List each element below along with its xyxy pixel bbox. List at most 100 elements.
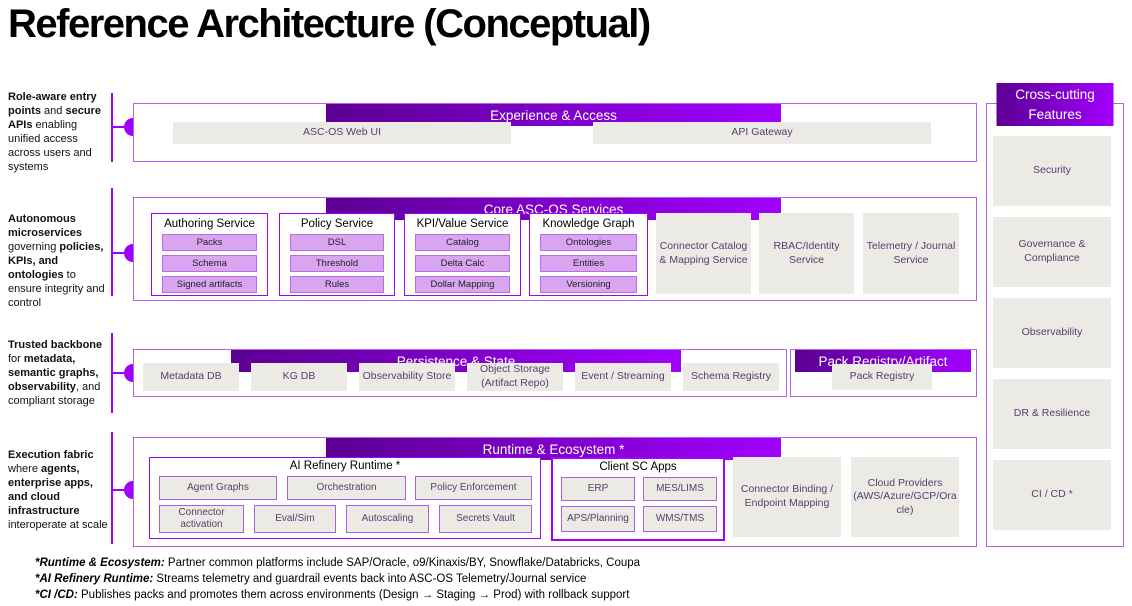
panel-cross-cutting: Cross-cutting Features Security Governan… xyxy=(986,83,1124,547)
footnote-ai-refinery: *AI Refinery Runtime: Streams telemetry … xyxy=(35,571,640,587)
box-connector-catalog-mapping: Connector Catalog & Mapping Service xyxy=(656,213,751,294)
annotation-text: and xyxy=(41,105,66,118)
pill-item: Signed artifacts xyxy=(162,276,257,293)
box-schema-registry: Schema Registry xyxy=(683,363,779,391)
group-policy-service: Policy Service DSL Threshold Rules xyxy=(279,213,395,296)
pill-item: Dollar Mapping xyxy=(415,276,510,293)
layer-runtime: Runtime & Ecosystem * AI Refinery Runtim… xyxy=(133,437,977,547)
pill-item: Threshold xyxy=(290,255,384,272)
annotation-text: metadata, semantic graphs, observability xyxy=(8,353,99,394)
layer-header-experience: Experience & Access xyxy=(326,104,781,126)
annotation-persistence: Trusted backbone for metadata, semantic … xyxy=(8,338,111,408)
box-eval-sim: Eval/Sim xyxy=(254,505,336,533)
group-title: KPI/Value Service xyxy=(416,218,509,230)
box-cloud-providers: Cloud Providers (AWS/Azure/GCP/Oracle) xyxy=(851,457,959,537)
annotation-text: Role-aware entry points xyxy=(8,91,97,118)
box-aps-planning: APS/Planning xyxy=(561,506,635,532)
footnote-text: Streams telemetry and guardrail events b… xyxy=(153,573,587,586)
pill-item: Entities xyxy=(540,255,637,272)
panel-header-cross-cutting: Cross-cutting Features xyxy=(996,83,1114,126)
footnote-label: *CI /CD: xyxy=(35,589,78,602)
annotation-text: governing xyxy=(8,241,60,254)
group-kpi-value-service: KPI/Value Service Catalog Delta Calc Dol… xyxy=(404,213,521,296)
cross-cutting-items: Security Governance & Compliance Observa… xyxy=(993,136,1111,530)
box-autoscaling: Autoscaling xyxy=(346,505,429,533)
layer-core-services: Core ASC-OS Services Authoring Service P… xyxy=(133,197,977,301)
footnote-text: Publishes packs and promotes them across… xyxy=(77,589,630,602)
pill-item: Schema xyxy=(162,255,257,272)
box-rbac-identity: RBAC/Identity Service xyxy=(759,213,854,294)
layer-experience: Experience & Access ASC-OS Web UI API Ga… xyxy=(133,103,977,162)
group-title: Policy Service xyxy=(300,218,374,230)
footnote-runtime-ecosystem: *Runtime & Ecosystem: Partner common pla… xyxy=(35,555,640,571)
pill-item: Ontologies xyxy=(540,234,637,251)
page-title: Reference Architecture (Conceptual) xyxy=(8,2,651,46)
box-secrets-vault: Secrets Vault xyxy=(439,505,532,533)
box-object-storage: Object Storage (Artifact Repo) xyxy=(467,363,563,391)
pill-item: DSL xyxy=(290,234,384,251)
layer-persistence: Persistence & State Metadata DB KG DB Ob… xyxy=(133,349,787,397)
annotation-text: enabling unified access across users and… xyxy=(8,119,92,174)
annotation-text: interoperate at scale xyxy=(8,519,108,532)
pill-item: Versioning xyxy=(540,276,637,293)
box-asc-os-web-ui: ASC-OS Web UI xyxy=(173,122,511,144)
annotation-text: for xyxy=(8,353,24,366)
annotation-text: agents, enterprise apps, and cloud infra… xyxy=(8,463,93,518)
box-pack-registry: Pack Registry xyxy=(832,364,932,390)
box-observability-store: Observability Store xyxy=(359,363,455,391)
box-connector-binding: Connector Binding / Endpoint Mapping xyxy=(733,457,841,537)
annotation-text: , and compliant storage xyxy=(8,381,101,408)
box-governance-compliance: Governance & Compliance xyxy=(993,217,1111,287)
group-ai-refinery-runtime: AI Refinery Runtime * Agent Graphs Orche… xyxy=(149,457,541,539)
box-kg-db: KG DB xyxy=(251,363,347,391)
pill-item: Delta Calc xyxy=(415,255,510,272)
box-agent-graphs: Agent Graphs xyxy=(159,476,277,500)
box-connector-activation: Connector activation xyxy=(159,505,244,533)
box-orchestration: Orchestration xyxy=(287,476,406,500)
footnotes: *Runtime & Ecosystem: Partner common pla… xyxy=(35,555,640,603)
connector-line xyxy=(111,432,113,544)
annotation-text: policies, KPIs, and ontologies xyxy=(8,241,104,282)
footnote-label: *Runtime & Ecosystem: xyxy=(35,557,165,569)
annotation-text: secure APIs xyxy=(8,105,101,132)
layer-header-runtime: Runtime & Ecosystem * xyxy=(326,438,781,460)
annotation-text: to ensure integrity and control xyxy=(8,269,105,310)
group-client-sc-apps: Client SC Apps ERP MES/LIMS APS/Planning… xyxy=(551,457,725,541)
box-event-streaming: Event / Streaming xyxy=(575,363,671,391)
footnote-ci-cd: *CI /CD: Publishes packs and promotes th… xyxy=(35,587,640,603)
box-security: Security xyxy=(993,136,1111,206)
box-telemetry-journal: Telemetry / Journal Service xyxy=(863,213,959,294)
box-erp: ERP xyxy=(561,477,635,501)
box-mes-lims: MES/LIMS xyxy=(643,477,717,501)
box-ci-cd: CI / CD * xyxy=(993,460,1111,530)
group-title: Authoring Service xyxy=(164,218,255,230)
connector-line xyxy=(111,188,113,296)
box-metadata-db: Metadata DB xyxy=(143,363,239,391)
box-wms-tms: WMS/TMS xyxy=(643,506,717,532)
annotation-runtime: Execution fabric where agents, enterpris… xyxy=(8,448,111,532)
box-dr-resilience: DR & Resilience xyxy=(993,379,1111,449)
box-observability: Observability xyxy=(993,298,1111,368)
connector-tick xyxy=(111,252,134,254)
connector-tick xyxy=(111,489,134,491)
group-knowledge-graph: Knowledge Graph Ontologies Entities Vers… xyxy=(529,213,648,296)
pill-item: Rules xyxy=(290,276,384,293)
group-title: Client SC Apps xyxy=(599,461,677,473)
annotation-text: Trusted backbone xyxy=(8,339,103,351)
pill-item: Packs xyxy=(162,234,257,251)
annotation-text: Execution fabric xyxy=(8,449,94,461)
connector-tick xyxy=(111,126,134,128)
group-title: AI Refinery Runtime * xyxy=(289,460,401,472)
pill-item: Catalog xyxy=(415,234,510,251)
annotation-experience: Role-aware entry points and secure APIs … xyxy=(8,90,111,174)
box-api-gateway: API Gateway xyxy=(593,122,931,144)
connector-tick xyxy=(111,372,134,374)
footnote-text: Partner common platforms include SAP/Ora… xyxy=(164,557,641,569)
layer-pack-registry: Pack Registry/Artifact Pack Registry xyxy=(790,349,977,397)
group-title: Knowledge Graph xyxy=(542,218,635,230)
footnote-label: *AI Refinery Runtime: xyxy=(35,573,154,586)
annotation-text: where xyxy=(8,463,42,476)
annotation-text: Autonomous microservices xyxy=(8,213,82,240)
box-policy-enforcement: Policy Enforcement xyxy=(415,476,532,500)
